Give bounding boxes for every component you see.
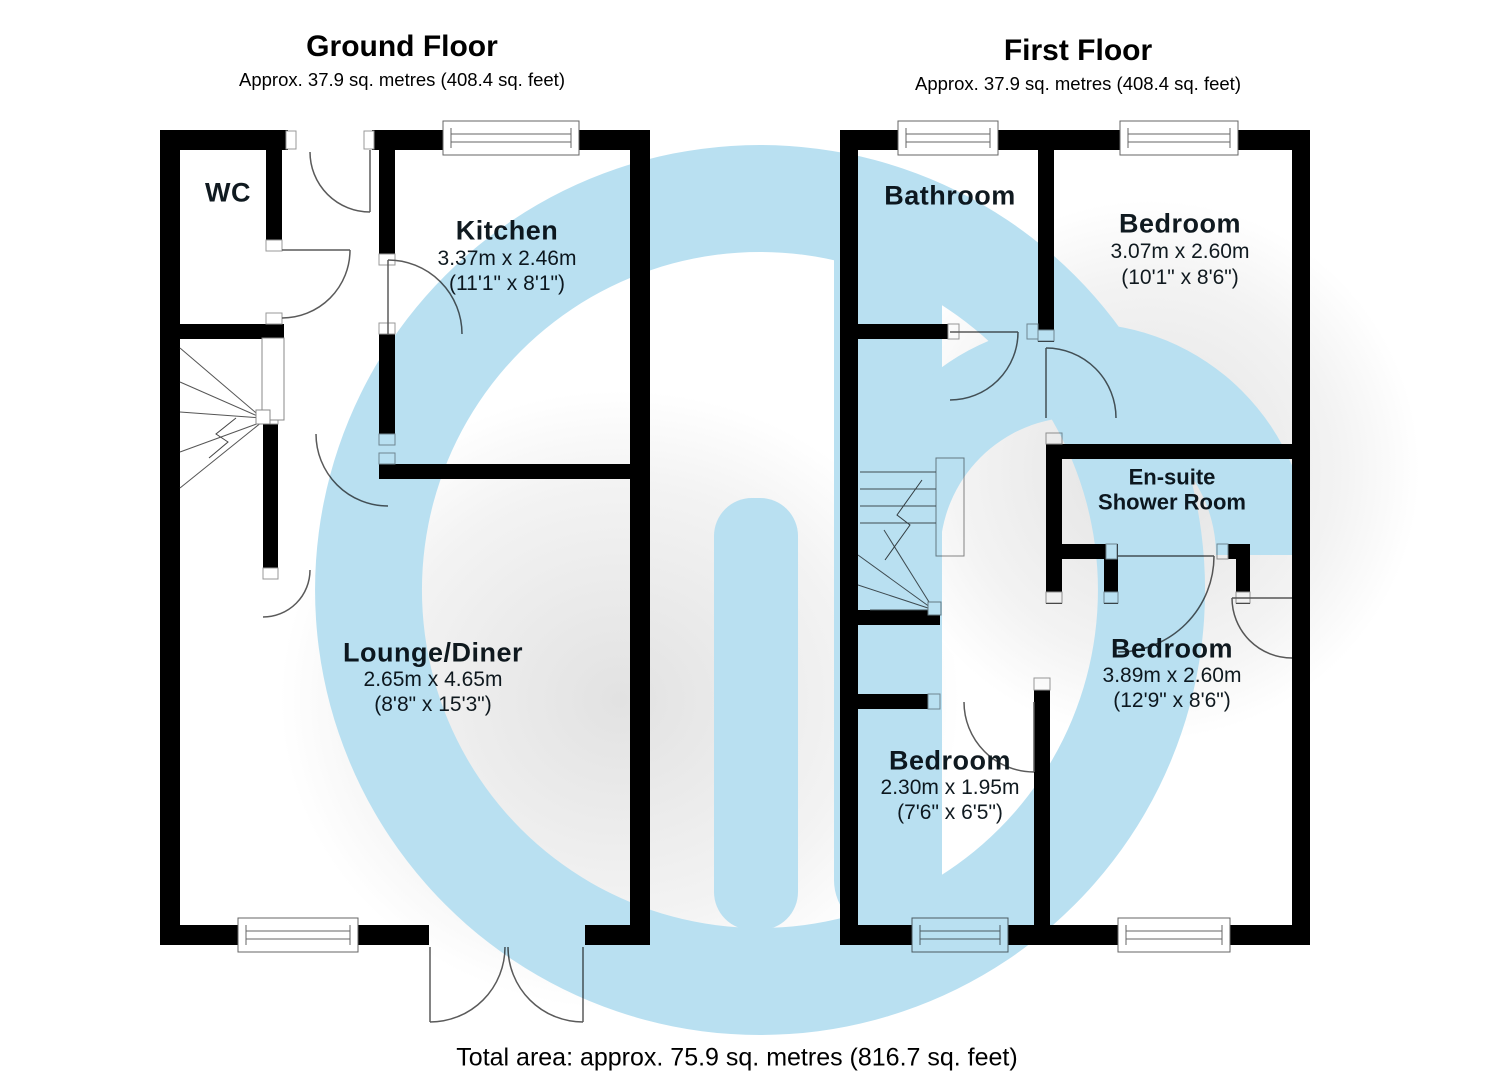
wall [180, 150, 630, 568]
room-label-bedroom-1: Bedroom [1118, 208, 1242, 239]
room-label-kitchen: Kitchen [455, 215, 559, 246]
room-size-bedroom-1-imperial: (10'1" x 8'6") [1121, 266, 1239, 289]
room-label-lounge-diner: Lounge/Diner [343, 637, 523, 668]
room-label-wc: WC [205, 177, 251, 208]
total-area-text: Total area: approx. 75.9 sq. metres (816… [456, 1043, 1018, 1072]
room-label-bedroom-3: Bedroom [888, 745, 1012, 776]
room-label-ensuite: En-suite Shower Room [1098, 464, 1246, 515]
room-size-bedroom-1-metric: 3.07m x 2.60m [1110, 240, 1250, 263]
first-floor-title: First Floor [1003, 34, 1153, 67]
room-size-kitchen-imperial: (11'1" x 8'1") [449, 272, 565, 295]
first-floor-subtitle: Approx. 37.9 sq. metres (408.4 sq. feet) [915, 73, 1241, 94]
ground-floor-plan [160, 120, 650, 1023]
room-size-bedroom-3-metric: 2.30m x 1.95m [880, 776, 1020, 799]
stairs-icon [857, 457, 965, 616]
wall [160, 130, 650, 945]
stairs-icon [179, 337, 285, 489]
room-size-kitchen-metric: 3.37m x 2.46m [437, 247, 577, 270]
room-size-bedroom-2-metric: 3.89m x 2.60m [1102, 664, 1242, 687]
room-size-bedroom-2-imperial: (12'9" x 8'6") [1113, 689, 1231, 712]
ground-floor-subtitle: Approx. 37.9 sq. metres (408.4 sq. feet) [239, 69, 565, 90]
patio-door-opening [429, 924, 585, 947]
room-size-lounge-metric: 2.65m x 4.65m [363, 668, 503, 691]
room-label-bathroom: Bathroom [884, 180, 1016, 211]
entrance-opening [288, 129, 372, 151]
ground-floor-title: Ground Floor [306, 30, 498, 63]
room-size-bedroom-3-imperial: (7'6" x 6'5") [897, 801, 1003, 824]
room-label-bedroom-2: Bedroom [1110, 633, 1234, 664]
room-size-lounge-imperial: (8'8" x 15'3") [374, 693, 492, 716]
